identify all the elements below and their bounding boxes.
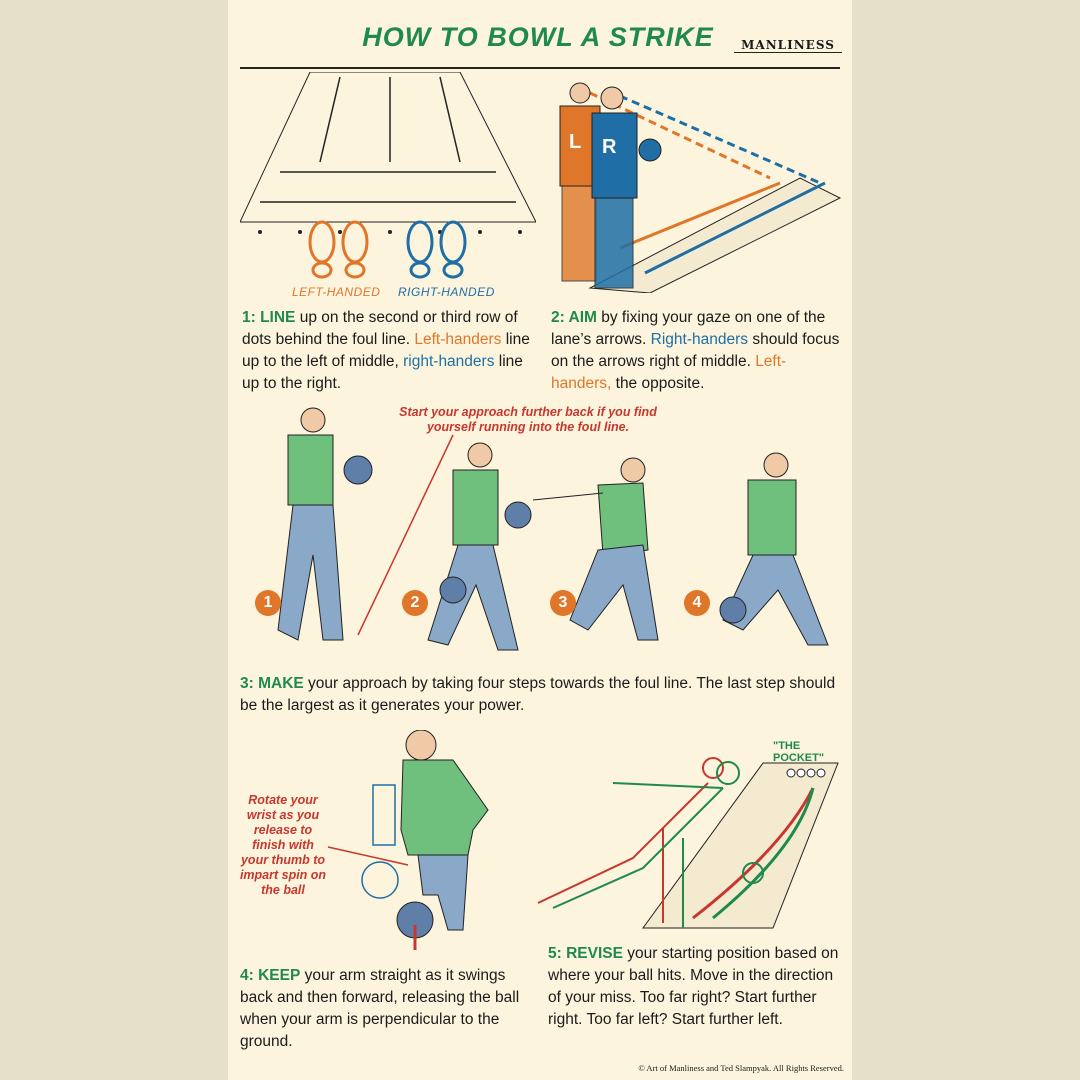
- pocket-label: "THE POCKET": [773, 740, 825, 764]
- right-footprints-icon: [406, 220, 467, 279]
- red-bowler-outline: [537, 757, 724, 923]
- approach-note: Start your approach further back if you …: [399, 405, 657, 434]
- infographic-card: HOW TO BOWL A STRIKE MANLINESS LEFT-HAND…: [228, 0, 852, 1080]
- aim-illustration: L R: [559, 82, 842, 293]
- revise-illustration: [537, 757, 839, 929]
- green-bowler-outline: [552, 761, 764, 928]
- step2-text: 2: AIM by fixing your gaze on one of the…: [551, 309, 840, 392]
- svg-text:L: L: [569, 131, 581, 153]
- bowler-step-3: [504, 457, 659, 641]
- step-number-1: 1: [255, 590, 281, 616]
- right-handed-label: RIGHT-HANDED: [398, 285, 495, 299]
- copyright: © Art of Manliness and Ted Slampyak. All…: [638, 1063, 844, 1073]
- manliness-logo: MANLINESS: [734, 38, 842, 53]
- approach-illustration: [277, 407, 829, 651]
- left-footprints-icon: [308, 220, 369, 279]
- lane-dots-illustration: [240, 72, 536, 279]
- bowler-step-1: [277, 407, 373, 641]
- step-number-2: 2: [402, 590, 428, 616]
- step5-text: 5: REVISE your starting position based o…: [548, 945, 839, 1028]
- bowler-step-2: [427, 442, 519, 651]
- divider: [240, 67, 840, 69]
- page-title: HOW TO BOWL A STRIKE: [362, 22, 714, 52]
- release-illustration: [327, 730, 489, 950]
- step1-text: 1: LINE up on the second or third row of…: [242, 309, 530, 392]
- step3-text: 3: MAKE your approach by taking four ste…: [240, 675, 836, 714]
- step-number-3: 3: [550, 590, 576, 616]
- left-handed-label: LEFT-HANDED: [292, 285, 381, 299]
- wrist-note: Rotate your wrist as you release to fini…: [239, 793, 327, 897]
- right-bowler-figure: [591, 86, 662, 289]
- svg-text:R: R: [602, 136, 617, 158]
- step4-text: 4: KEEP your arm straight as it swings b…: [240, 967, 520, 1050]
- step-number-4: 4: [684, 590, 710, 616]
- bowler-step-4: [719, 452, 829, 646]
